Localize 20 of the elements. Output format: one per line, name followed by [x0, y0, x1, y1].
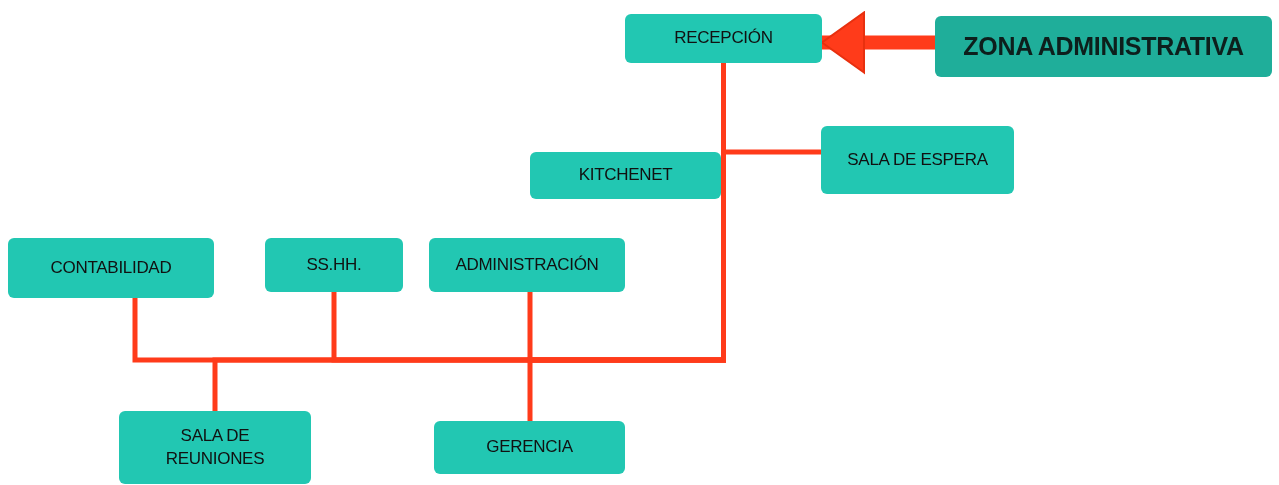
room-box — [821, 126, 1014, 194]
room-label: SS.HH. — [306, 253, 362, 276]
room-box — [434, 421, 625, 474]
arrow — [821, 11, 935, 74]
room-box — [625, 14, 822, 63]
room-label: ZONA ADMINISTRATIVA — [963, 30, 1244, 62]
room-label: CONTABILIDAD — [50, 256, 172, 279]
room-box — [429, 238, 625, 292]
room-label: SALA DE ESPERA — [847, 148, 988, 171]
room-label: RECEPCIÓN — [674, 27, 773, 50]
room-box — [530, 152, 721, 199]
connector-line — [527, 63, 726, 421]
room-box — [119, 411, 311, 484]
zone-title-box — [935, 16, 1272, 77]
room-label: ADMINISTRACIÓN — [455, 253, 599, 276]
room-label: SALA DE REUNIONES — [164, 424, 266, 470]
room-label: KITCHENET — [578, 164, 673, 187]
room-label: GERENCIA — [486, 436, 573, 459]
room-box — [8, 238, 214, 298]
room-box — [265, 238, 403, 292]
